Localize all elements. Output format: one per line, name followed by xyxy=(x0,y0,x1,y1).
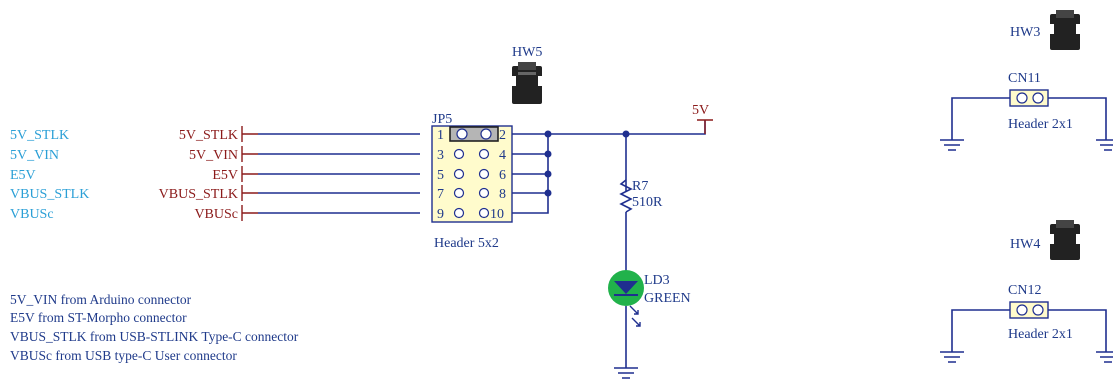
cn12-pin-2 xyxy=(1032,304,1044,316)
hw3-label: HW3 xyxy=(1010,25,1040,40)
jumper-cap-hw5-icon xyxy=(512,62,542,104)
net-label-5v-stlk: 5V_STLK xyxy=(10,128,69,143)
ld3-value: GREEN xyxy=(644,291,691,306)
jp5-pin-3: 3 xyxy=(437,148,444,163)
net-label-vbusc: VBUSc xyxy=(10,207,54,222)
cn11-ref: CN11 xyxy=(1008,71,1041,86)
net-label-vbus-stlk: VBUS_STLK xyxy=(10,187,89,202)
jp5-pin-1: 1 xyxy=(437,128,444,143)
input-wires xyxy=(258,133,420,214)
cn11-wires xyxy=(951,97,1107,140)
cn12-wires xyxy=(951,309,1107,352)
r7-resistor-symbol xyxy=(619,179,633,213)
net-label-e5v: E5V xyxy=(10,168,36,183)
ground-cn12-right-icon xyxy=(1096,351,1113,363)
cn11-pin-1 xyxy=(1016,92,1028,104)
jp5-pin-9: 9 xyxy=(437,207,444,222)
jp5-ref: JP5 xyxy=(432,112,452,127)
ground-cn11-right-icon xyxy=(1096,139,1113,151)
ld3-ref: LD3 xyxy=(644,273,670,288)
jp5-pin-7: 7 xyxy=(437,187,444,202)
r7-value: 510R xyxy=(632,195,663,210)
cn11-value: Header 2x1 xyxy=(1008,117,1073,132)
jp5-pin-6: 6 xyxy=(499,168,506,183)
jumper-cap-hw3-icon xyxy=(1050,10,1080,50)
cn12-value: Header 2x1 xyxy=(1008,327,1073,342)
power-5v-label: 5V xyxy=(692,103,709,118)
jp5-pin-circles xyxy=(453,128,492,219)
net-label-list: 5V_STLK 5V_VIN E5V VBUS_STLK VBUSc xyxy=(10,128,89,222)
power-5v-symbol xyxy=(697,119,713,134)
r7-ref: R7 xyxy=(632,179,648,194)
cn11-pin-2 xyxy=(1032,92,1044,104)
hw4-label: HW4 xyxy=(1010,237,1040,252)
note-e5v: E5V from ST-Morpho connector xyxy=(10,310,187,325)
cn12-pin-1 xyxy=(1016,304,1028,316)
ground-cn12-left-icon xyxy=(940,351,964,363)
note-vbusc: VBUSc from USB type-C User connector xyxy=(10,348,237,363)
port-stubs xyxy=(241,126,258,221)
port-label-5v-vin: 5V_VIN xyxy=(189,148,238,163)
port-label-5v-stlk: 5V_STLK xyxy=(179,128,238,143)
net-label-5v-vin: 5V_VIN xyxy=(10,148,59,163)
jp5-pin-numbers: 1 3 5 7 9 2 4 6 8 10 xyxy=(437,128,506,222)
jumper-cap-hw4-icon xyxy=(1050,220,1080,260)
notes-block: 5V_VIN from Arduino connector E5V from S… xyxy=(10,292,299,363)
jp5-pin-8: 8 xyxy=(499,187,506,202)
jp5-pin-10: 10 xyxy=(490,207,504,222)
port-label-list: 5V_STLK 5V_VIN E5V VBUS_STLK VBUSc xyxy=(159,128,238,222)
ground-cn11-left-icon xyxy=(940,139,964,151)
cn12-ref: CN12 xyxy=(1008,283,1041,298)
jp5-value: Header 5x2 xyxy=(434,236,499,251)
port-label-vbus-stlk: VBUS_STLK xyxy=(159,187,238,202)
jp5-pin-2: 2 xyxy=(499,128,506,143)
port-label-vbusc: VBUSc xyxy=(194,207,238,222)
note-5v-vin: 5V_VIN from Arduino connector xyxy=(10,292,192,307)
led-ld3-icon xyxy=(608,270,644,327)
port-label-e5v: E5V xyxy=(212,168,238,183)
note-vbus-stlk: VBUS_STLK from USB-STLINK Type-C connect… xyxy=(10,329,299,344)
jp5-pin-5: 5 xyxy=(437,168,444,183)
junction-dots xyxy=(544,130,630,197)
jp5-pin-4: 4 xyxy=(499,148,506,163)
jp5-body xyxy=(431,125,513,223)
output-wires xyxy=(512,120,706,214)
ground-led-icon xyxy=(614,367,638,379)
hw5-label: HW5 xyxy=(512,45,542,60)
